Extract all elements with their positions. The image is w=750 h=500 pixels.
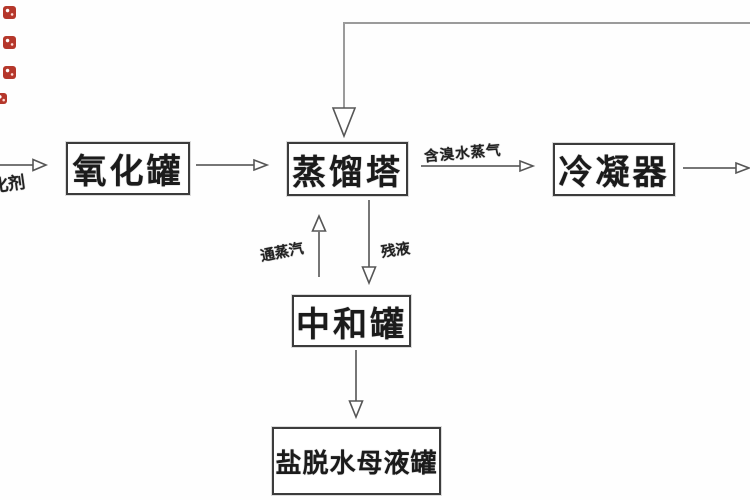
label-residue: 残液 [380,241,412,261]
arrow-distillation-to-condenser [421,159,536,173]
red-edge-mark [3,6,16,19]
arrow-top-return-to-distillation [331,22,750,139]
box-oxidation-tank: 氧化罐 [66,142,190,195]
arrow-neutralization-to-tank [348,350,364,420]
arrow-reagent-in [0,158,49,172]
box-condenser: 冷凝器 [553,143,675,196]
arrow-condenser-out [683,161,750,175]
box-distillation-tower: 蒸馏塔 [287,142,408,196]
red-edge-mark [0,93,7,104]
arrow-steam-up [311,213,327,277]
arrow-oxidation-to-distillation [196,158,270,172]
red-edge-mark [3,36,16,49]
box-salt-dehydration-mother-liquor-tank: 盐脱水母液罐 [272,427,441,495]
label-reagent: 化剂 [0,172,27,198]
arrow-residue-down [361,200,377,286]
box-neutralization-tank: 中和罐 [292,295,411,347]
red-edge-mark [3,66,16,79]
